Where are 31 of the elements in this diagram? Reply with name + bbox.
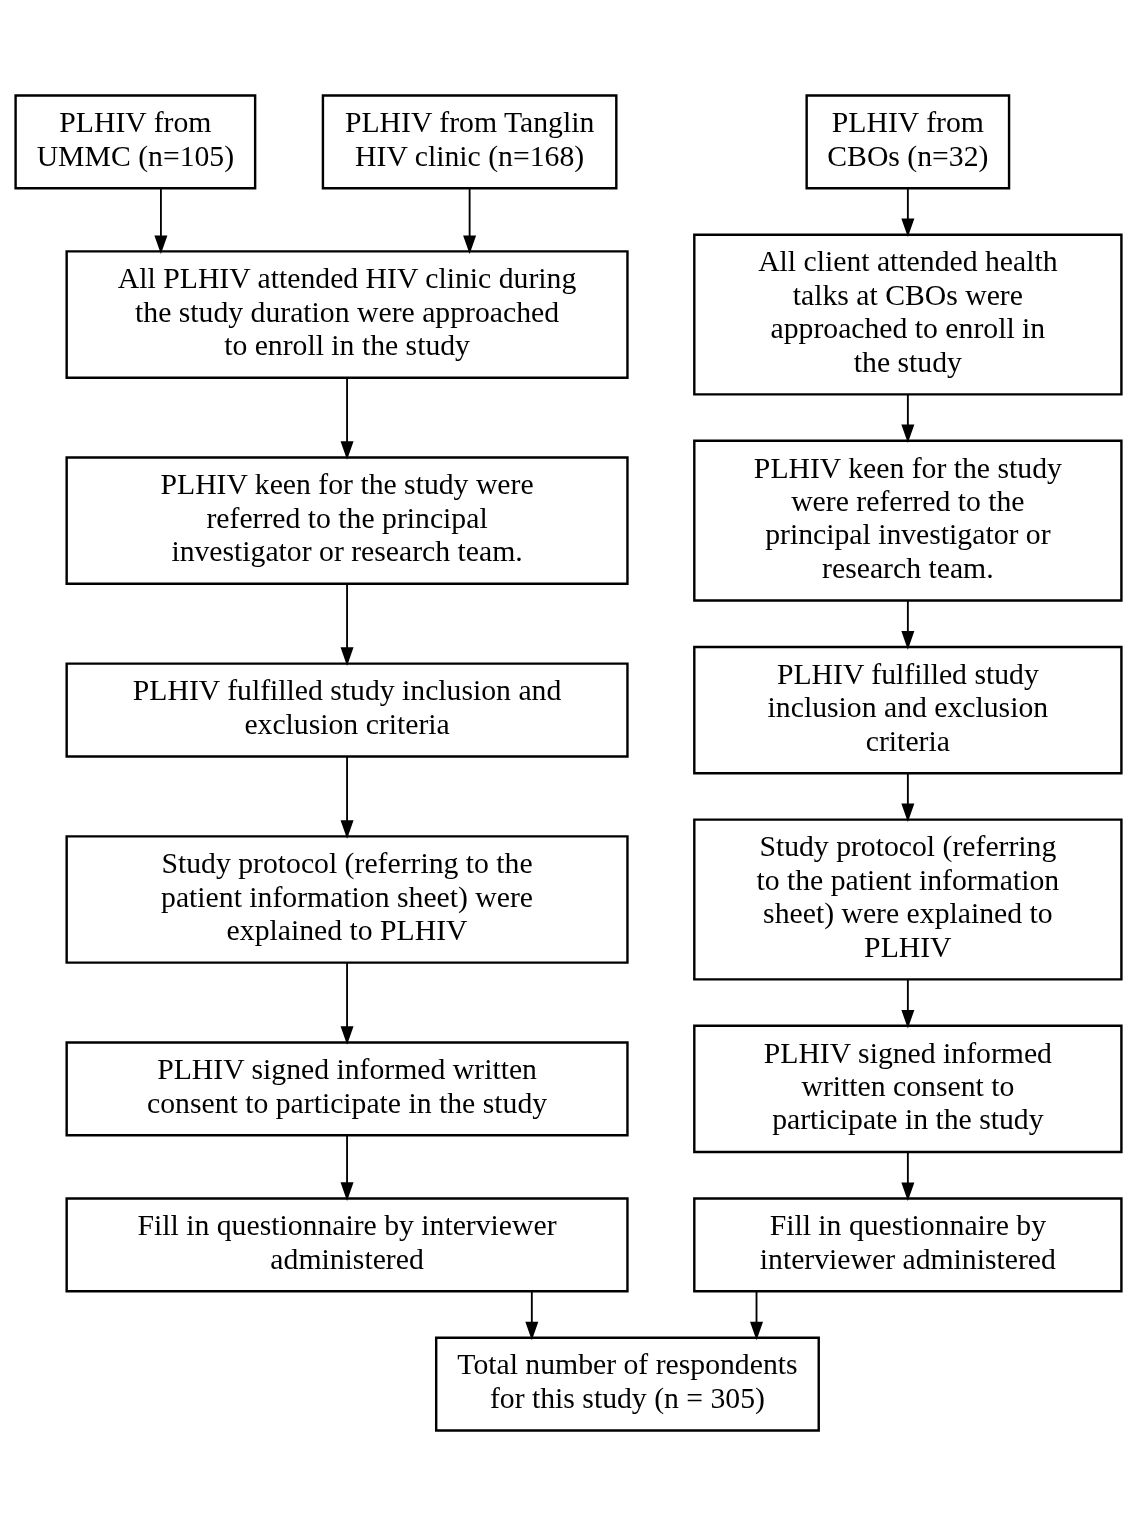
node-box: All client attended health talks at CBOs were approached to enroll in the study [693,233,1123,396]
node-box: PLHIV signed informed written consent to participate in the study [693,1024,1123,1154]
node-box: Fill in questionnaire by interviewer administered [693,1197,1123,1293]
arrow [901,1151,915,1202]
node-box: PLHIV fulfilled study inclusion and exclusion criteria [693,645,1123,775]
node-box: PLHIV from CBOs (n=32) [805,94,1011,190]
node-box: PLHIV from UMMC (n=105) [14,94,257,190]
arrow [750,1291,764,1341]
arrow [901,600,915,650]
node-box: Study protocol (referring to the patient information sheet) were explained to PLHIV [65,835,629,964]
arrow [901,188,915,237]
arrow [340,755,354,839]
arrow [340,962,354,1045]
arrow [901,978,915,1029]
arrow [525,1291,539,1341]
node-box: Total number of respondents for this study (n = 305) [435,1336,820,1432]
node-box: PLHIV keen for the study were referred to the principal investigator or research team. [693,439,1123,602]
arrow [463,188,477,255]
arrow [154,188,168,255]
arrow [340,1134,354,1201]
node-box: All PLHIV attended HIV clinic during the study duration were approached to enroll in the study [65,250,629,379]
node-box: Fill in questionnaire by interviewer administered [65,1197,629,1293]
node-box: PLHIV keen for the study were referred to the principal investigator or research team. [65,456,629,585]
arrow [340,377,354,460]
arrow [901,772,915,823]
arrow [901,393,915,444]
node-box: Study protocol (referring to the patient information sheet) were explained to PLHIV [693,818,1123,981]
node-box: PLHIV signed informed written consent to participate in the study [65,1041,629,1137]
arrow [340,583,354,666]
node-box: PLHIV from Tanglin HIV clinic (n=168) [321,94,618,190]
node-box: PLHIV fulfilled study inclusion and exclusion criteria [65,662,629,758]
